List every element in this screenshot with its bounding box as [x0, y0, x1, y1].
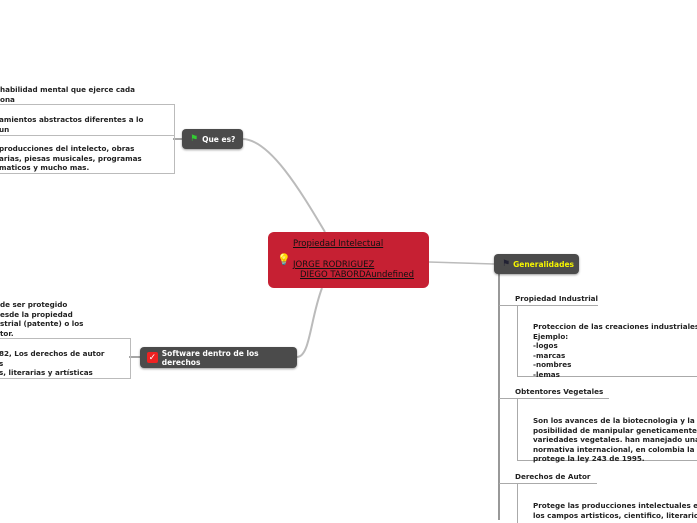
central-node[interactable]: 💡 Propiedad Intelectual JORGE RODRIGUEZ …: [268, 232, 429, 288]
author-2: DIEGO TABORDAundefined: [300, 270, 415, 280]
section-2-box: Son los avances de la biotecnologia y la…: [517, 398, 697, 463]
software-node[interactable]: ✓ Software dentro de los derechos: [140, 347, 297, 368]
section-obtentores-vegetales[interactable]: Obtentores Vegetales: [515, 387, 604, 396]
author-1: JORGE RODRIGUEZ: [293, 260, 375, 270]
central-title: Propiedad Intelectual: [293, 239, 384, 249]
section-derechos-de-autor[interactable]: Derechos de Autor: [515, 472, 591, 481]
section-1-box: Proteccion de las creaciones industriale…: [517, 305, 697, 379]
flag-dark-icon: ⚑: [502, 259, 511, 269]
generalidades-node[interactable]: ⚑ Generalidades: [494, 254, 579, 274]
flag-green-icon: ⚑: [190, 134, 199, 144]
que-es-node[interactable]: ⚑ Que es?: [182, 129, 243, 149]
lightbulb-icon: 💡: [277, 253, 291, 266]
section-propiedad-industrial[interactable]: Propiedad Industrial: [515, 294, 598, 303]
section-3-box: Protege las producciones intelectuales e…: [517, 483, 697, 523]
checkbox-icon: ✓: [147, 352, 158, 363]
